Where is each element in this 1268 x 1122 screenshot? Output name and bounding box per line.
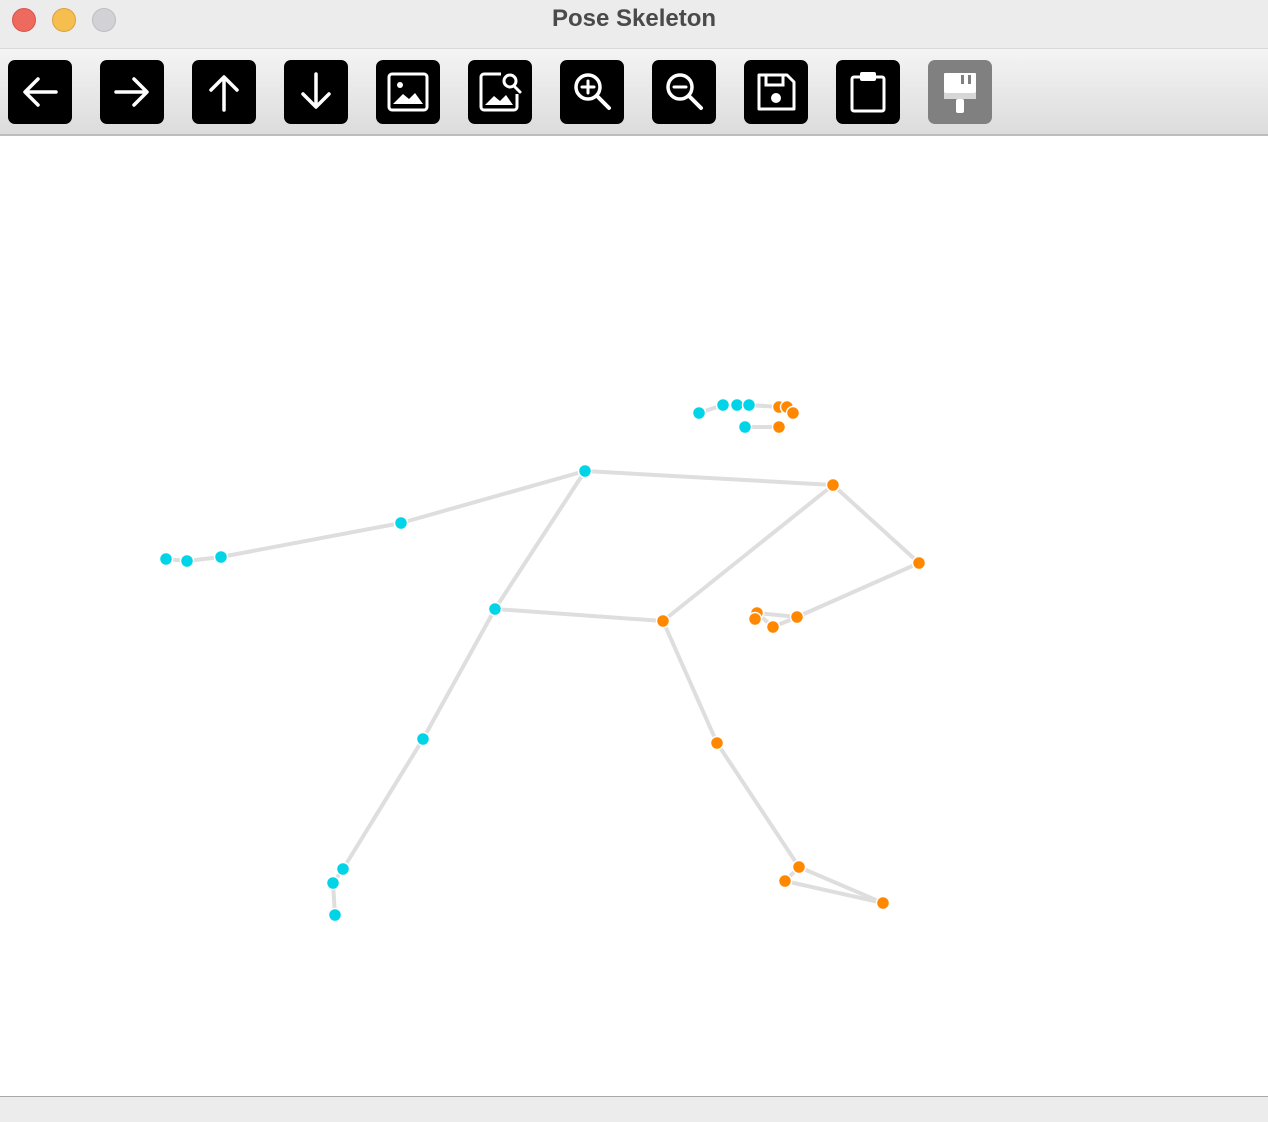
toolbar	[0, 49, 1268, 136]
joint-l-index[interactable]	[179, 553, 195, 569]
joint-l-wrist[interactable]	[213, 549, 229, 565]
next-button[interactable]	[100, 60, 164, 124]
save-button[interactable]	[744, 60, 808, 124]
joint-r-hip[interactable]	[655, 613, 671, 629]
bone-r-hip-r-knee	[661, 619, 719, 745]
joint-l-eye-outer[interactable]	[741, 397, 757, 413]
joint-l-thumb[interactable]	[158, 551, 174, 567]
joint-r-ear[interactable]	[771, 419, 787, 435]
joint-l-shoulder[interactable]	[577, 463, 593, 479]
image-search-button[interactable]	[468, 60, 532, 124]
joint-r-knee[interactable]	[709, 735, 725, 751]
bone-r-heel-r-foot	[783, 879, 885, 905]
zoom-in-icon	[574, 73, 611, 110]
prev-button[interactable]	[8, 60, 72, 124]
joint-l-eye[interactable]	[729, 397, 745, 413]
arrow-right-icon	[114, 77, 149, 107]
paint-button[interactable]	[928, 60, 992, 124]
pose-canvas[interactable]	[0, 136, 1268, 1096]
title-bar: Pose Skeleton	[0, 0, 1268, 49]
joint-l-eye-inner[interactable]	[715, 397, 731, 413]
image-search-icon	[479, 72, 522, 112]
joint-r-foot[interactable]	[875, 895, 891, 911]
minimize-window-button[interactable]	[52, 8, 76, 32]
bone-l-hip-l-knee	[421, 607, 497, 741]
save-icon	[757, 73, 796, 111]
window-title: Pose Skeleton	[551, 5, 717, 32]
clipboard-button[interactable]	[836, 60, 900, 124]
arrow-up-icon	[209, 75, 239, 112]
joint-l-ear[interactable]	[737, 419, 753, 435]
joint-l-hip[interactable]	[487, 601, 503, 617]
bone-r-ankle-r-foot	[797, 865, 885, 905]
bone-l-shoulder-l-elbow	[399, 469, 587, 525]
joint-r-heel[interactable]	[777, 873, 793, 889]
joint-r-ankle[interactable]	[791, 859, 807, 875]
joint-r-wrist[interactable]	[789, 609, 805, 625]
bone-l-hip-r-hip	[493, 607, 665, 623]
joint-l-foot[interactable]	[327, 907, 343, 923]
bone-r-knee-r-ankle	[715, 741, 801, 869]
arrow-down-icon	[301, 72, 331, 109]
joint-l-ankle[interactable]	[335, 861, 351, 877]
joint-r-shoulder[interactable]	[825, 477, 841, 493]
bone-l-knee-l-ankle	[341, 737, 425, 871]
zoom-out-icon	[666, 73, 703, 110]
close-window-button[interactable]	[12, 8, 36, 32]
bone-r-shoulder-r-hip	[661, 483, 835, 623]
arrow-left-icon	[23, 77, 58, 107]
maximize-window-button[interactable]	[92, 8, 116, 32]
status-bar	[0, 1096, 1268, 1122]
joint-l-heel[interactable]	[325, 875, 341, 891]
joint-l-knee[interactable]	[415, 731, 431, 747]
joint-nose[interactable]	[691, 405, 707, 421]
paint-brush-icon	[944, 73, 976, 113]
joint-r-index[interactable]	[765, 619, 781, 635]
bone-l-elbow-l-wrist	[219, 521, 403, 559]
up-button[interactable]	[192, 60, 256, 124]
joint-r-pinky[interactable]	[747, 611, 763, 627]
zoom-in-button[interactable]	[560, 60, 624, 124]
down-button[interactable]	[284, 60, 348, 124]
bone-l-shoulder-l-hip	[493, 469, 587, 611]
pose-skeleton-drawing	[158, 397, 927, 923]
image-icon	[387, 72, 429, 112]
clipboard-icon	[850, 72, 886, 113]
bone-r-shoulder-r-elbow	[831, 483, 921, 565]
joint-l-elbow[interactable]	[393, 515, 409, 531]
bone-l-shoulder-r-shoulder	[583, 469, 835, 487]
bone-r-elbow-r-wrist	[795, 561, 921, 619]
zoom-out-button[interactable]	[652, 60, 716, 124]
joint-r-elbow[interactable]	[911, 555, 927, 571]
joint-r-eye-outer[interactable]	[785, 405, 801, 421]
image-button[interactable]	[376, 60, 440, 124]
